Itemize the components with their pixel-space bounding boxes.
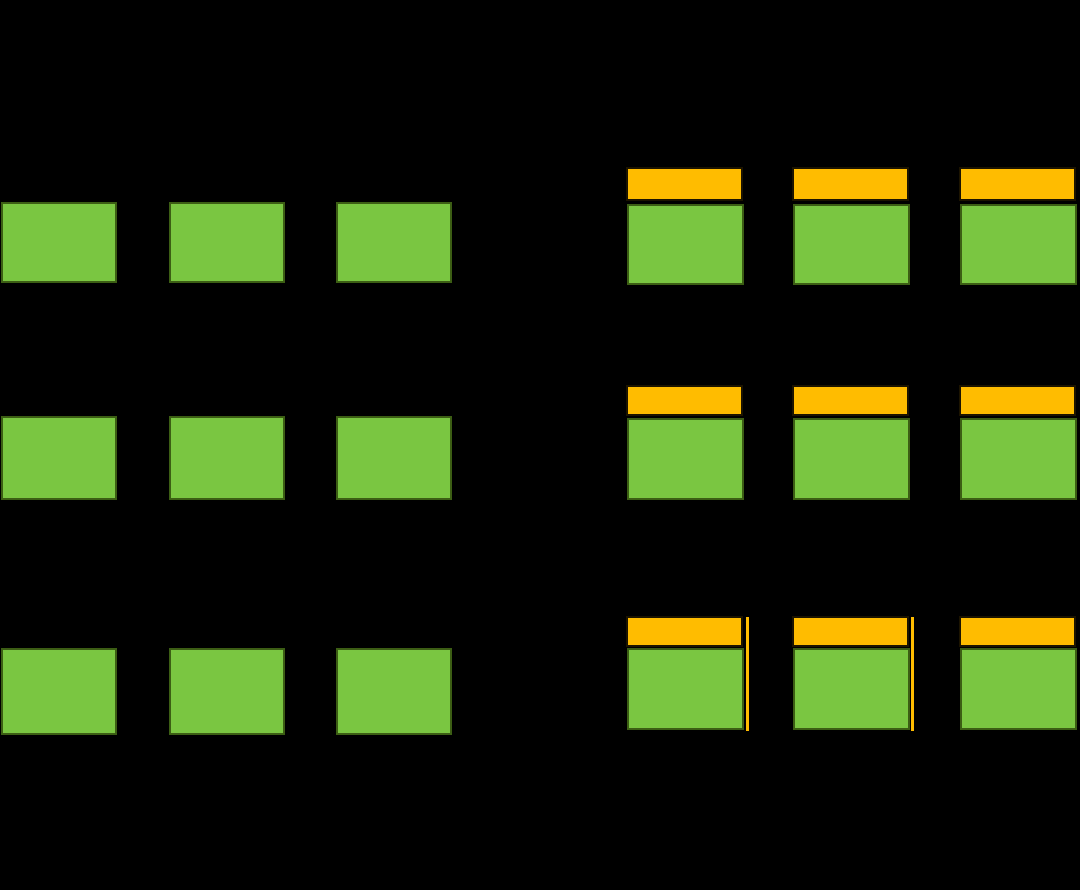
green-block-body	[960, 418, 1077, 500]
green-block-body	[793, 648, 910, 730]
orange-cap-bar	[626, 616, 743, 647]
green-block-body	[627, 204, 744, 285]
orange-cap-bar	[959, 385, 1076, 416]
green-block-body	[627, 418, 744, 500]
green-block-body	[627, 648, 744, 730]
green-block-body	[960, 648, 1077, 730]
orange-cap-bar	[792, 385, 909, 416]
orange-cap-bar	[792, 167, 909, 201]
plain-green-block	[336, 416, 452, 500]
plain-green-block	[1, 202, 117, 283]
green-block-body	[793, 204, 910, 285]
orange-cap-bar	[626, 167, 743, 201]
plain-green-block	[169, 416, 285, 500]
orange-cap-bar	[959, 616, 1076, 647]
green-block-body	[960, 204, 1077, 285]
plain-green-block	[336, 202, 452, 283]
orange-residual-sliver	[746, 617, 749, 731]
orange-cap-bar	[792, 616, 909, 647]
green-block-body	[793, 418, 910, 500]
plain-green-block	[1, 648, 117, 735]
orange-residual-sliver	[911, 617, 914, 731]
plain-green-block	[1, 416, 117, 500]
plain-green-block	[169, 202, 285, 283]
orange-cap-bar	[959, 167, 1076, 201]
plain-green-block	[336, 648, 452, 735]
plain-green-block	[169, 648, 285, 735]
orange-cap-bar	[626, 385, 743, 416]
